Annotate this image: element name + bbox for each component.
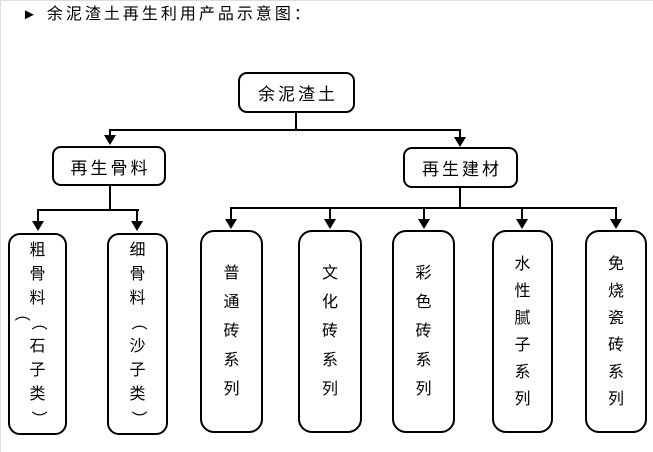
connector-main-bus [109,129,461,131]
vertical-char: 免 [607,255,624,273]
vertical-char: 类 [29,385,46,403]
node-color-brick-series: 彩色砖系列 [392,230,455,433]
vertical-char: 烧 [607,282,624,300]
node-common-brick-series: 普通砖系列 [200,230,263,433]
vertical-char: 列 [223,381,240,398]
vertical-char: 系 [514,363,531,381]
node-culture-brick-series: 文化砖系列 [298,230,362,433]
vertical-char: 色 [415,294,432,311]
vertical-char: 骨 [129,265,146,283]
vertical-char: 骨 [29,265,46,283]
vertical-char: 普 [223,265,240,282]
vertical-char: 细 [129,241,146,259]
vertical-char: 列 [607,390,624,408]
node-root: 余泥渣土 [238,72,355,113]
vertical-char: ） [29,409,46,426]
connector-stem-aggregate [109,131,111,137]
node-fine-aggregate: 细骨料 （ 沙子类 ） [107,233,168,435]
connector-material-bus [230,207,617,209]
vertical-char: 文 [321,265,338,282]
vertical-char: 通 [223,294,240,311]
vertical-char: 砖 [415,323,432,340]
vertical-char: 化 [321,294,338,311]
vertical-char: 系 [223,352,240,369]
vertical-char: （ [29,313,46,330]
vertical-char: 系 [415,352,432,369]
vertical-char: 性 [514,282,531,300]
arrow-down-icon [104,135,116,145]
vertical-char: 料 [29,289,46,307]
arrow-down-icon [131,221,143,231]
connector-stem-coarse [37,211,39,222]
vertical-char: 子 [129,361,146,379]
connector-stem-material [459,131,461,138]
diagram-title: ► 余泥渣土再生利用产品示意图： [22,5,313,25]
vertical-char: 砖 [607,336,624,354]
vertical-char: 子 [29,361,46,379]
vertical-char: 列 [321,381,338,398]
connector-aggregate-bus [37,209,139,211]
arrow-down-icon [610,219,622,229]
vertical-char: 列 [514,390,531,408]
node-coarse-aggregate: 粗骨料（石子类） [8,233,67,435]
vertical-char: 粗 [29,241,46,259]
node-recycled-building-material: 再生建材 [403,147,518,188]
arrow-down-icon [418,219,430,229]
node-recycled-aggregate: 再生骨料 [52,146,166,186]
vertical-char: 瓷 [607,309,624,327]
connector-stem-common-brick [230,209,232,220]
vertical-char: 水 [514,255,531,273]
arrow-down-icon [225,219,237,229]
node-water-putty-series: 水性腻子系列 [492,230,553,433]
arrow-down-icon [516,219,528,229]
connector-stem-color-brick [423,209,425,220]
connector-stem-unfired-tile [615,209,617,220]
connector-root-stem [295,112,297,131]
vertical-char: （ [129,313,146,330]
title-text: 余泥渣土再生利用产品示意图： [46,6,313,23]
vertical-char: ） [129,409,146,426]
vertical-char: 列 [415,381,432,398]
vertical-char: 彩 [415,265,432,282]
vertical-char: 砖 [321,323,338,340]
vertical-char: 腻 [514,309,531,327]
vertical-char: 系 [607,363,624,381]
stray-paren: （ [12,305,30,322]
connector-stem-fine [136,211,138,222]
vertical-char: 砖 [223,323,240,340]
node-unfired-tile-series: 免烧瓷砖系列 [585,230,647,433]
arrow-down-icon [324,219,336,229]
vertical-char: 料 [129,289,146,307]
connector-stem-culture-brick [329,209,331,220]
triangle-bullet-icon: ► [22,7,37,23]
vertical-char: 石 [29,337,46,355]
connector-aggregate-stem [109,184,111,211]
connector-material-stem [459,186,461,209]
connector-stem-putty [521,209,523,220]
vertical-char: 类 [129,385,146,403]
vertical-char: 沙 [129,337,146,355]
vertical-char: 系 [321,352,338,369]
vertical-char: 子 [514,336,531,354]
arrow-down-icon [32,221,44,231]
arrow-down-icon [454,137,466,147]
